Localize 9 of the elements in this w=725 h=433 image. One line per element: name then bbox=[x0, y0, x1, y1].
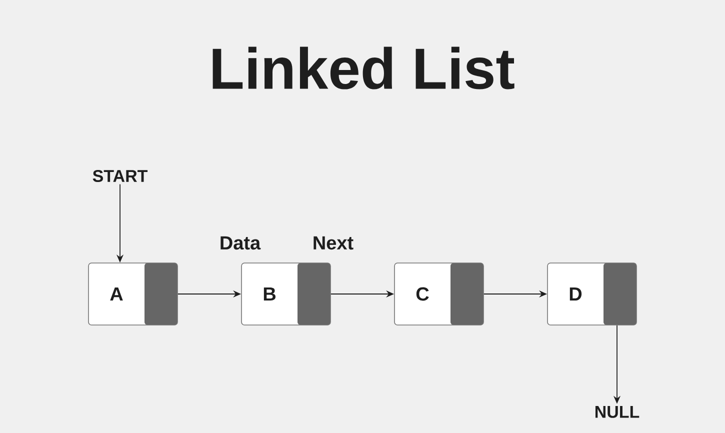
node-box: C bbox=[394, 262, 484, 326]
pointer-label: START bbox=[92, 170, 148, 182]
node-box: A bbox=[88, 262, 178, 326]
title: Linked List bbox=[212, 46, 514, 90]
field-label: Next bbox=[314, 236, 354, 250]
node-box: B bbox=[241, 262, 331, 326]
node-box: D bbox=[547, 262, 637, 326]
pointer-label: NULL bbox=[595, 406, 640, 418]
field-label: Data bbox=[220, 236, 261, 250]
